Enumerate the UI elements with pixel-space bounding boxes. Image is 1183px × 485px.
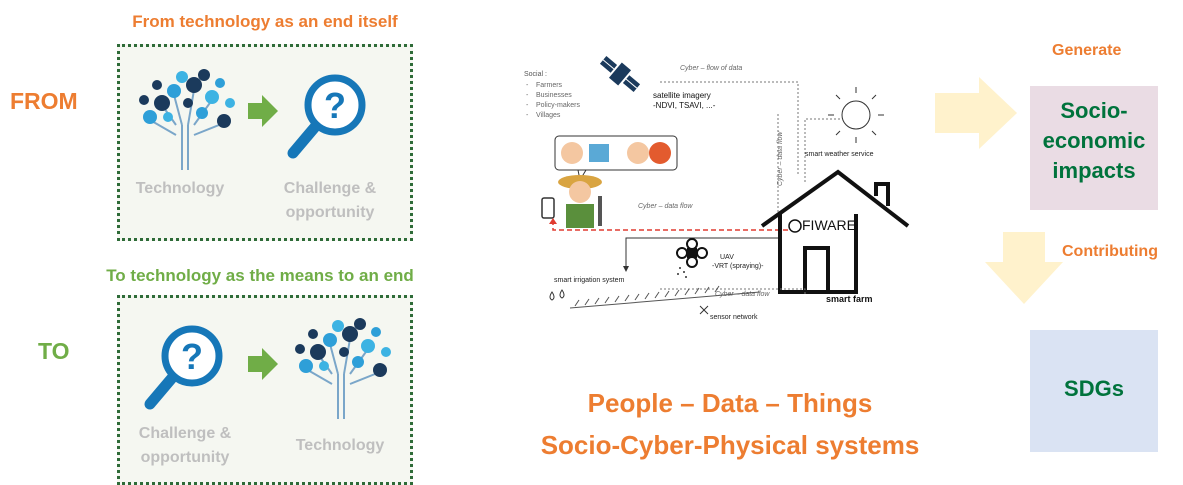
right-arrow-icon — [248, 348, 278, 380]
technology-label: Technology — [135, 180, 225, 197]
smart-farm-label: smart farm — [826, 294, 873, 304]
weather-service-label: smart weather service — [805, 151, 874, 158]
irrigation-label: smart irrigation system — [554, 277, 625, 284]
satellite-indices: -NDVI, TSAVI, ...- — [653, 101, 716, 110]
sensor-icon — [699, 305, 709, 315]
social-item-farmers: Farmers — [536, 82, 563, 89]
right-arrow-icon — [248, 95, 278, 127]
down-block-arrow — [985, 232, 1063, 304]
fiware-label: FIWARE — [802, 217, 856, 233]
opportunity-label: opportunity — [285, 204, 375, 221]
svg-text:?: ? — [181, 336, 203, 377]
water-drops-icon — [549, 289, 565, 301]
uav-label: UAV — [720, 254, 734, 261]
to-caption: To technology as the means to an end — [106, 266, 414, 285]
sdgs-label: SDGs — [1064, 376, 1124, 401]
generate-label: Generate — [1052, 42, 1122, 59]
from-caption: From technology as an end itself — [132, 12, 398, 31]
social-title: Social : — [524, 71, 547, 78]
social-item-policy: Policy-makers — [536, 102, 580, 109]
technology-tree-icon — [295, 318, 391, 419]
smart-farm-house — [760, 169, 910, 294]
svg-text:-: - — [526, 92, 529, 99]
farmer-icon — [558, 175, 602, 228]
sensor-network-label: sensor network — [710, 314, 758, 321]
svg-text:-: - — [526, 82, 529, 89]
technology-tree-icon — [139, 69, 235, 170]
cyber-data-flow-vertical: Cyber – data flow — [777, 131, 784, 186]
contributing-label: Contributing — [1062, 243, 1158, 260]
magnifier-question-icon: ? — [287, 74, 366, 159]
socio-cyber-physical-systems: Socio-Cyber-Physical systems — [540, 430, 920, 460]
crop-field — [569, 285, 761, 309]
cyber-flow-of-data-label: Cyber – flow of data — [680, 65, 742, 72]
svg-text:?: ? — [324, 85, 346, 126]
satellite-label: satellite imagery — [653, 91, 711, 100]
from-panel: ? Technology Challenge & opportunity — [117, 44, 413, 241]
from-label: FROM — [10, 88, 78, 114]
tablet-icon — [541, 197, 555, 219]
socio-economic-box: Socio- economic impacts — [1030, 86, 1158, 210]
people-data-things: People – Data – Things — [587, 388, 873, 418]
box1-line2: economic — [1042, 128, 1146, 153]
uav-drone-icon — [676, 238, 708, 268]
to-label: TO — [38, 338, 70, 364]
challenge-label-1: Challenge & — [283, 180, 377, 197]
magnifier-question-icon: ? — [144, 325, 223, 410]
box1-line1: Socio- — [1060, 98, 1128, 123]
smart-farm-diagram: Social : Farmers Businesses Policy-maker… — [524, 56, 910, 321]
social-item-villages: Villages — [536, 112, 561, 119]
sun-icon — [828, 87, 884, 143]
to-panel: ? Challenge & opportunity Technology — [117, 295, 413, 485]
cyber-data-flow-bottom: Cyber – data flow — [715, 291, 770, 298]
svg-text:-: - — [526, 102, 529, 109]
box1-line3: impacts — [1052, 158, 1136, 183]
technology-label: Technology — [295, 437, 385, 454]
social-item-businesses: Businesses — [536, 92, 572, 99]
uav-vrt-label: -VRT (spraying)- — [712, 263, 764, 270]
opportunity-label: opportunity — [140, 449, 230, 466]
cyber-data-flow-label: Cyber – data flow — [638, 203, 693, 210]
right-block-arrow — [935, 77, 1017, 149]
challenge-label-1: Challenge & — [138, 425, 232, 442]
svg-text:-: - — [526, 112, 529, 119]
sdgs-box: SDGs — [1030, 330, 1158, 452]
satellite-icon — [599, 56, 641, 92]
